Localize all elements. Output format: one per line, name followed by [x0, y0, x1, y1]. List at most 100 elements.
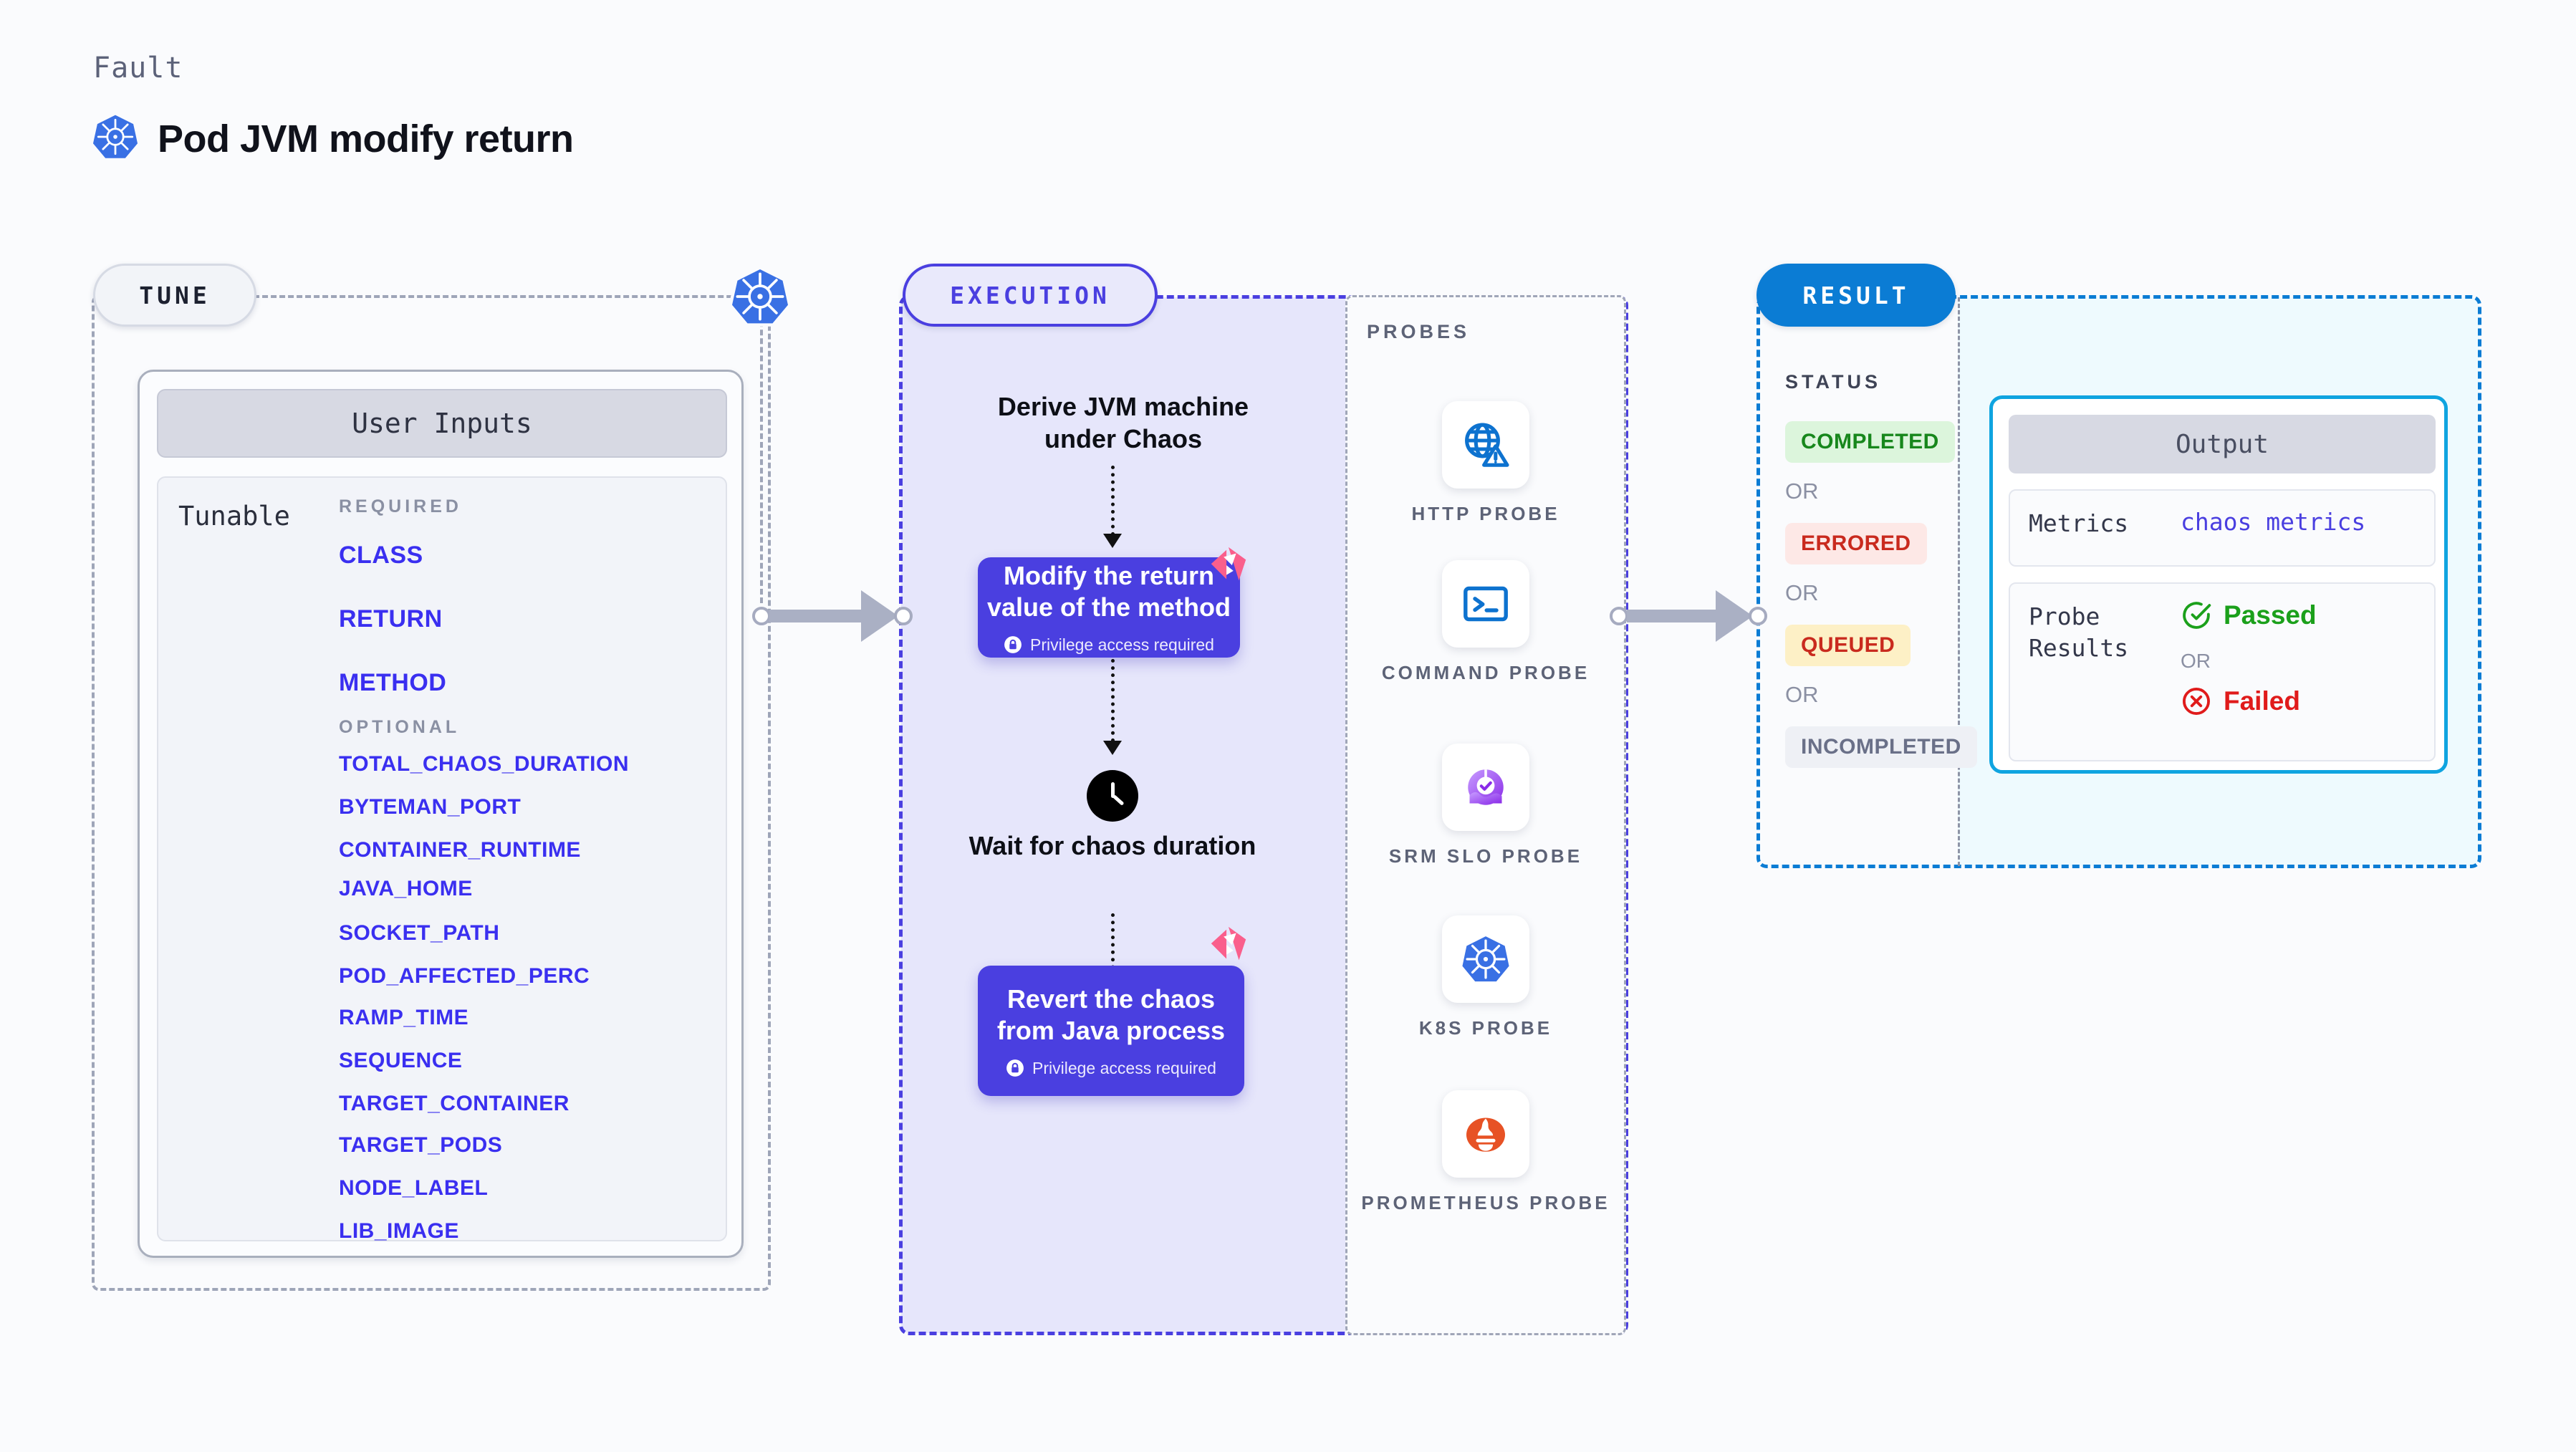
tune-pill[interactable]: TUNE — [93, 264, 256, 327]
probe-k8s-label: K8S PROBE — [1418, 1017, 1553, 1039]
execution-pill[interactable]: EXECUTION — [903, 264, 1158, 327]
connector-2-arrowhead — [1103, 741, 1122, 755]
param-ramp-time[interactable]: RAMP_TIME — [339, 1006, 469, 1029]
kubernetes-icon — [92, 113, 139, 164]
status-badge-incompleted: INCOMPLETED — [1785, 726, 1977, 768]
connector-3 — [1111, 913, 1115, 976]
step-derive-jvm-label: Derive JVM machine under Chaos — [997, 392, 1249, 453]
probe-http[interactable]: HTTP PROBE — [1345, 401, 1626, 527]
user-inputs-body: Tunable REQUIRED CLASS RETURN METHOD OPT… — [157, 476, 727, 1244]
privilege-note: Privilege access required — [1006, 1059, 1216, 1078]
globe-warning-icon — [1442, 401, 1529, 489]
litmus-badge-icon — [1206, 544, 1250, 592]
param-target-container[interactable]: TARGET_CONTAINER — [339, 1092, 569, 1115]
x-circle-icon — [2183, 688, 2210, 715]
param-class[interactable]: CLASS — [339, 542, 423, 569]
param-socket-path[interactable]: SOCKET_PATH — [339, 921, 500, 945]
failed-label: Failed — [2224, 686, 2300, 716]
user-inputs-card: User Inputs Tunable REQUIRED CLASS RETUR… — [138, 370, 744, 1258]
kubernetes-icon — [729, 265, 792, 332]
srm-slo-icon — [1442, 744, 1529, 831]
arrow-shaft — [1627, 610, 1719, 622]
lock-icon — [1006, 1059, 1024, 1077]
arrow-end-dot — [894, 607, 913, 625]
terminal-icon — [1442, 560, 1529, 648]
eyebrow-label: Fault — [93, 52, 183, 85]
or-label-probe: OR — [2181, 650, 2211, 672]
execution-boundary — [899, 295, 1628, 1335]
param-container-runtime[interactable]: CONTAINER_RUNTIME — [339, 838, 581, 862]
step-modify-return-label: Modify the return value of the method — [986, 561, 1231, 622]
result-pill[interactable]: RESULT — [1756, 264, 1956, 327]
arrow-start-dot — [1610, 607, 1628, 625]
connector-1 — [1111, 466, 1115, 536]
param-method[interactable]: METHOD — [339, 669, 447, 696]
or-label-1: OR — [1785, 479, 1819, 504]
prometheus-icon — [1442, 1090, 1529, 1178]
tune-k8s-connector — [760, 295, 763, 603]
param-pod-affected-perc[interactable]: POD_AFFECTED_PERC — [339, 964, 590, 988]
required-section-label: REQUIRED — [339, 496, 462, 516]
probe-k8s[interactable]: K8S PROBE — [1345, 915, 1626, 1041]
privilege-note-text: Privilege access required — [1030, 635, 1214, 654]
probe-prometheus[interactable]: PROMETHEUS PROBE — [1345, 1090, 1626, 1216]
parameter-list: REQUIRED CLASS RETURN METHOD OPTIONAL TO… — [339, 496, 711, 1244]
passed-label: Passed — [2224, 600, 2317, 630]
output-title: Output — [2009, 415, 2436, 473]
param-sequence[interactable]: SEQUENCE — [339, 1049, 463, 1072]
arrow-execution-to-result — [1610, 590, 1767, 642]
probe-http-label: HTTP PROBE — [1411, 503, 1560, 524]
arrow-tune-to-execution — [752, 590, 913, 642]
status-title: STATUS — [1785, 371, 1881, 393]
privilege-note: Privilege access required — [1004, 635, 1214, 655]
tunable-label: Tunable — [178, 501, 290, 532]
or-label-2: OR — [1785, 580, 1819, 605]
probe-srm-slo[interactable]: SRM SLO PROBE — [1345, 744, 1626, 869]
step-revert-chaos-box[interactable]: Revert the chaos from Java process Privi… — [978, 966, 1244, 1096]
probe-result-passed: Passed — [2181, 600, 2317, 631]
output-metrics-row: Metrics chaos metrics — [2009, 489, 2436, 567]
metrics-value[interactable]: chaos metrics — [2181, 508, 2366, 536]
arrow-head — [1716, 590, 1753, 642]
status-badge-errored: ERRORED — [1785, 523, 1927, 564]
connector-1-arrowhead — [1103, 534, 1122, 548]
step-modify-return-box[interactable]: Modify the return value of the method Pr… — [978, 557, 1240, 658]
connector-2 — [1111, 659, 1115, 742]
privilege-note-text: Privilege access required — [1032, 1058, 1216, 1077]
param-total-chaos-duration[interactable]: TOTAL_CHAOS_DURATION — [339, 752, 630, 776]
user-inputs-title: User Inputs — [157, 389, 727, 458]
probes-title: PROBES — [1367, 321, 1471, 342]
status-badge-completed: COMPLETED — [1785, 421, 1955, 463]
check-circle-icon — [2183, 602, 2211, 629]
probe-prometheus-label: PROMETHEUS PROBE — [1361, 1192, 1610, 1213]
result-left-fill — [1759, 297, 1958, 866]
lock-icon — [1004, 636, 1022, 654]
page-title-text: Pod JVM modify return — [158, 117, 574, 160]
kubernetes-icon — [1442, 915, 1529, 1003]
probe-command-label: COMMAND PROBE — [1381, 662, 1590, 683]
output-card: Output Metrics chaos metrics Probe Resul… — [1989, 395, 2448, 774]
param-byteman-port[interactable]: BYTEMAN_PORT — [339, 795, 522, 819]
param-lib-image[interactable]: LIB_IMAGE — [339, 1219, 459, 1243]
litmus-badge-icon — [1206, 924, 1250, 972]
output-probe-results-row: Probe Results Passed OR Failed — [2009, 582, 2436, 761]
result-inner-divider — [1958, 297, 2479, 866]
probe-results-key: Probe Results — [2029, 602, 2129, 662]
arrow-end-dot — [1749, 607, 1767, 625]
arrow-start-dot — [752, 607, 771, 625]
probe-result-failed: Failed — [2181, 686, 2300, 717]
metrics-key: Metrics — [2029, 509, 2129, 537]
probe-command[interactable]: COMMAND PROBE — [1345, 560, 1626, 686]
clock-icon — [1087, 770, 1138, 822]
param-java-home[interactable]: JAVA_HOME — [339, 877, 473, 900]
step-revert-chaos-label: Revert the chaos from Java process — [996, 984, 1226, 1045]
status-badge-queued: QUEUED — [1785, 625, 1911, 666]
page-title: Pod JVM modify return — [92, 113, 574, 164]
optional-section-label: OPTIONAL — [339, 717, 461, 737]
param-return[interactable]: RETURN — [339, 605, 443, 633]
param-target-pods[interactable]: TARGET_PODS — [339, 1133, 503, 1157]
probe-srm-slo-label: SRM SLO PROBE — [1388, 845, 1583, 867]
param-node-label[interactable]: NODE_LABEL — [339, 1176, 489, 1200]
arrow-shaft — [769, 610, 864, 622]
